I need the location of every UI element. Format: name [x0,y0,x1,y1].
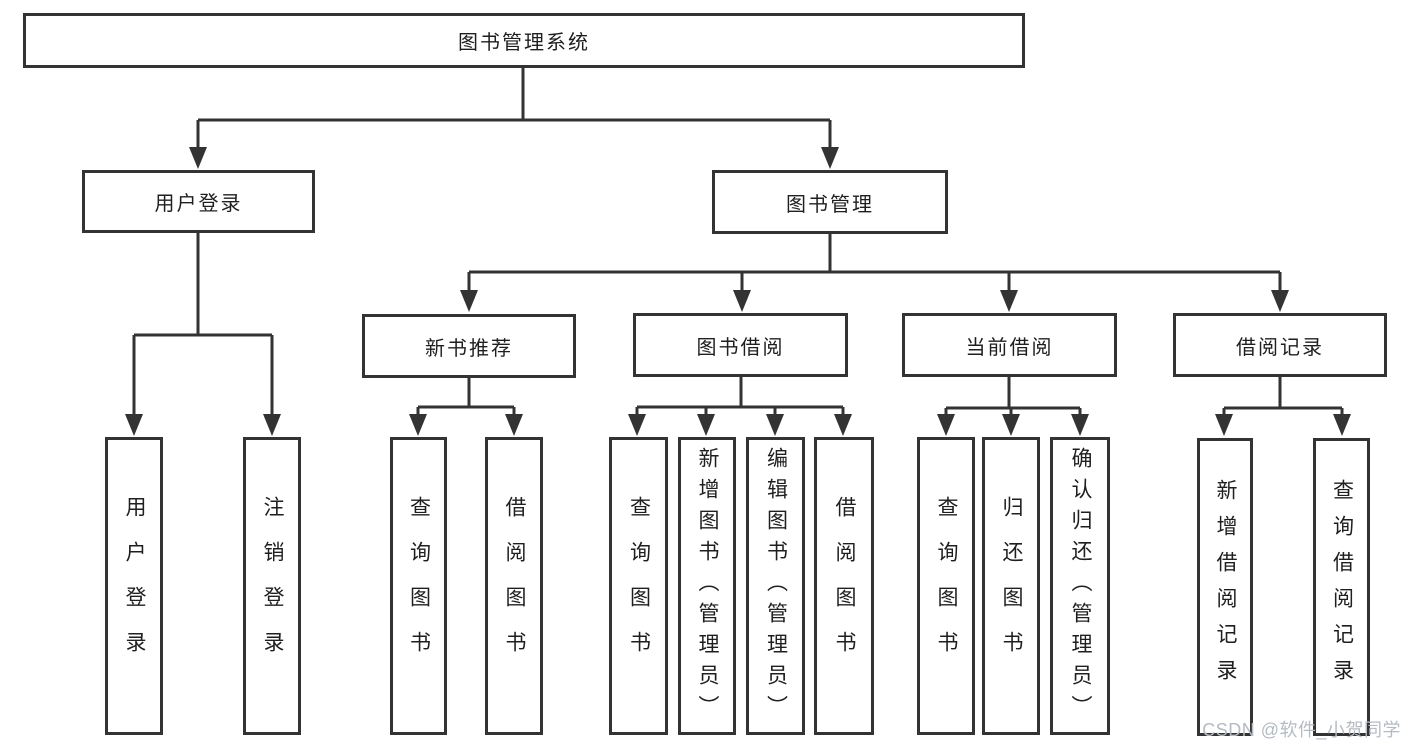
leaf-query-book-current: 查询图书 [917,437,975,735]
leaf-edit-book-admin: 编辑图书（管理员） [746,437,805,735]
leaf-add-borrow-record: 新增借阅记录 [1197,438,1253,736]
node-label: 注销登录 [261,496,284,676]
node-label: 图书借阅 [696,336,785,359]
leaf-add-book-admin: 新增图书（管理员） [678,437,736,735]
node-label: 图书管理系统 [458,32,590,54]
node-user-login: 用户登录 [82,170,315,233]
node-borrow-records: 借阅记录 [1173,313,1387,377]
node-label: 新增借阅记录 [1214,479,1237,695]
node-label: 用户登录 [154,193,243,215]
leaf-borrow-book-recommend: 借阅图书 [485,437,543,735]
leaf-user-login: 用户登录 [105,437,163,735]
node-label: 借阅记录 [1236,336,1324,359]
leaf-query-borrow-record: 查询借阅记录 [1313,438,1370,736]
leaf-logout: 注销登录 [243,437,301,735]
node-new-book-recommend: 新书推荐 [362,314,576,378]
node-label: 用户登录 [123,496,146,676]
node-book-borrow: 图书借阅 [633,313,848,377]
leaf-borrow-book: 借阅图书 [814,437,874,735]
csdn-watermark: CSDN @软件_小贺同学 [1202,720,1401,740]
node-library-system: 图书管理系统 [23,13,1025,68]
node-label: 新增图书（管理员） [696,446,719,726]
node-label: 查询图书 [407,496,431,676]
node-label: 查询图书 [935,496,958,676]
arrowheads [125,147,1351,436]
node-label: 当前借阅 [965,336,1054,359]
node-label: 确认归还（管理员） [1069,446,1092,726]
node-label: 借阅图书 [503,496,526,676]
node-label: 编辑图书（管理员） [764,446,788,726]
leaf-return-book: 归还图书 [982,437,1040,735]
node-current-borrow: 当前借阅 [902,313,1117,377]
node-label: 归还图书 [1000,496,1023,676]
node-label: 查询借阅记录 [1330,479,1354,695]
node-label: 借阅图书 [833,496,856,676]
node-label: 查询图书 [627,496,651,676]
leaf-confirm-return-admin: 确认归还（管理员） [1050,437,1110,735]
node-label: 新书推荐 [425,337,513,360]
leaf-query-book-recommend: 查询图书 [390,437,447,735]
node-book-management: 图书管理 [712,170,948,234]
leaf-query-book-borrow: 查询图书 [609,437,668,735]
node-label: 图书管理 [786,193,874,216]
